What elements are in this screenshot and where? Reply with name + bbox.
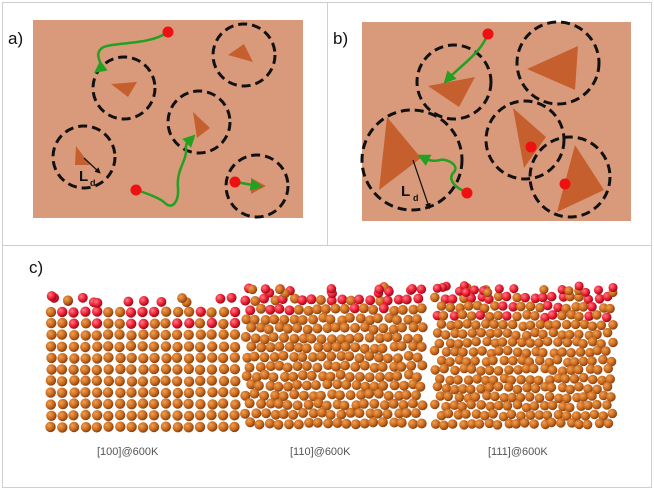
panel-a-adatoms (130, 26, 241, 196)
panel-b-diffusion-length-subscript: d (413, 193, 419, 203)
caption-111: [111]@600K (488, 446, 548, 458)
panel-label-a: a) (8, 29, 24, 48)
panel-b-adatoms (461, 28, 571, 199)
divider-horizontal (2, 245, 652, 246)
panel-b-islands (379, 46, 604, 212)
panel-c-atomistic-slabs (45, 281, 618, 433)
panel-a-diffusion-length-symbol: L (79, 168, 88, 185)
panel-b-diffusion-length-arrow (412, 159, 431, 210)
panel-b-diffusion-length-symbol: L (401, 183, 410, 200)
panel-b-diffusion-paths (417, 34, 489, 194)
panel-a: L d (33, 20, 303, 219)
panel-b-capture-zones (360, 20, 612, 219)
panel-a-diffusion-length-arrow (83, 157, 101, 174)
panel-label-b: b) (333, 29, 349, 48)
divider-vertical (327, 2, 328, 246)
panel-a-diffusion-length-subscript: d (90, 178, 96, 188)
caption-110: [110]@600K (290, 446, 351, 458)
panel-b: L d (360, 20, 631, 221)
panel-a-capture-zones (51, 22, 290, 219)
panel-label-c: c) (29, 258, 44, 277)
caption-100: [100]@600K (97, 446, 159, 458)
